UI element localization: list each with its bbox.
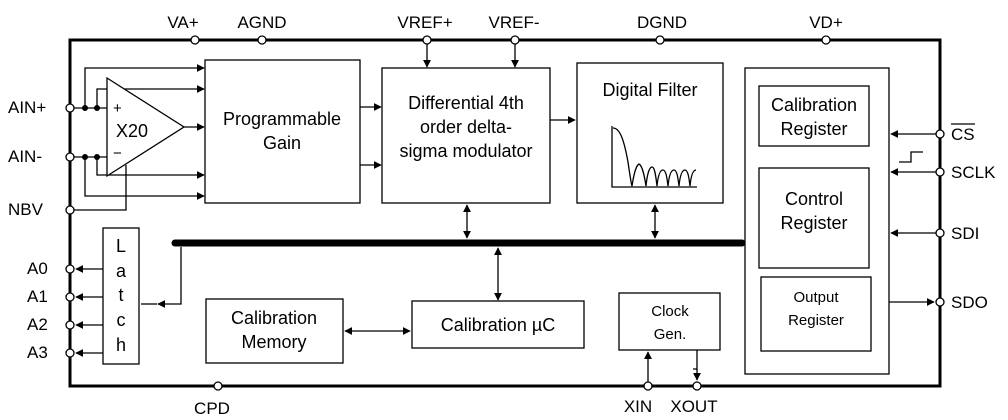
cal-memory-label-line1: Calibration <box>231 308 317 328</box>
programmable-gain-block <box>204 59 361 204</box>
pin-ain-minus: AIN- <box>8 147 75 166</box>
amp-gain-label: X20 <box>116 121 148 141</box>
pin-dgnd: DGND <box>637 13 687 45</box>
bypass-wire-top <box>84 64 205 108</box>
pin-label-cpd: CPD <box>194 399 230 418</box>
pin-label-sclk: SCLK <box>951 163 996 182</box>
control-register-label-line2: Register <box>780 213 847 233</box>
filter-response-icon <box>611 126 697 188</box>
pin-label-xout: XOUT <box>670 397 717 416</box>
bypass-wire-upper <box>96 85 205 108</box>
pin-label-xin: XIN <box>624 397 652 416</box>
control-register-block <box>758 167 870 269</box>
pin-label-vref-minus: VREF- <box>489 13 540 32</box>
pin-label-dgnd: DGND <box>637 13 687 32</box>
filter-label: Digital Filter <box>602 80 697 100</box>
amp-plus-sign: + <box>113 100 122 117</box>
pin-label-vref-plus: VREF+ <box>397 13 452 32</box>
pin-xout: XOUT <box>670 381 718 416</box>
pin-sdo: SDO <box>889 293 988 312</box>
pin-label-sdo: SDO <box>951 293 988 312</box>
amp-minus-sign: − <box>113 145 122 162</box>
pin-label-a0: A0 <box>27 259 48 278</box>
calibration-memory-block <box>205 298 344 364</box>
pga-label-line1: Programmable <box>223 109 341 129</box>
clock-label-line2: Gen. <box>654 326 687 343</box>
latch-letter-a: a <box>116 261 127 281</box>
amplifier-x20 <box>106 76 186 178</box>
pin-cpd: CPD <box>194 381 230 418</box>
latch-letter-h: h <box>116 335 126 355</box>
pin-a2: A2 <box>27 315 103 334</box>
output-register-label-line1: Output <box>793 289 839 306</box>
output-register-block <box>760 276 872 352</box>
output-register-label-line2: Register <box>788 312 844 329</box>
pin-label-agnd: AGND <box>237 13 286 32</box>
latch-letter-t: t <box>118 285 123 305</box>
pin-label-ain-plus: AIN+ <box>8 98 46 117</box>
pin-label-sdi: SDI <box>951 224 979 243</box>
pga-label-line2: Gain <box>263 133 301 153</box>
calibration-uc-block <box>411 300 585 349</box>
pin-ain-plus: AIN+ <box>8 98 75 117</box>
pin-sclk: SCLK <box>890 151 996 182</box>
cal-register-label-line2: Register <box>780 119 847 139</box>
latch-letter-l: L <box>116 236 126 256</box>
latch-block <box>102 227 140 365</box>
pin-label-a1: A1 <box>27 287 48 306</box>
delta-sigma-modulator-block <box>381 67 551 204</box>
calibration-register-block <box>758 85 870 147</box>
pin-sdi: SDI <box>890 224 979 243</box>
modulator-label-line3: sigma modulator <box>399 141 532 161</box>
pin-a0: A0 <box>27 259 103 278</box>
control-register-label-line1: Control <box>785 189 843 209</box>
latch-letter-c: c <box>117 310 126 330</box>
clock-label-line1: Clock <box>651 303 689 320</box>
pin-nbv: NBV <box>8 200 75 219</box>
modulator-label-line2: order delta- <box>420 117 512 137</box>
pin-label-nbv: NBV <box>8 200 44 219</box>
cal-uc-label: Calibration µC <box>441 315 555 335</box>
pin-label-va-plus: VA+ <box>167 13 198 32</box>
pin-xin: XIN <box>624 381 653 416</box>
pin-label-ain-minus: AIN- <box>8 147 42 166</box>
bypass-wire-bottom <box>84 157 205 200</box>
pin-agnd: AGND <box>237 13 287 45</box>
pin-va-plus: VA+ <box>167 13 200 45</box>
digital-filter-block <box>576 62 724 204</box>
pin-a3: A3 <box>27 343 103 362</box>
clock-gen-block <box>618 292 721 351</box>
pin-cs: CS <box>890 123 975 144</box>
bus-to-latch-arrow <box>157 247 182 308</box>
bypass-wire-lower <box>96 157 205 179</box>
pin-label-vd-plus: VD+ <box>809 13 843 32</box>
modulator-label-line1: Differential 4th <box>408 93 524 113</box>
pin-vd-plus: VD+ <box>809 13 843 45</box>
pin-label-a3: A3 <box>27 343 48 362</box>
cal-memory-label-line2: Memory <box>241 332 306 352</box>
nbv-wire <box>74 165 127 211</box>
clock-edge-icon <box>899 151 923 163</box>
pin-label-cs: CS <box>951 125 975 144</box>
pin-label-a2: A2 <box>27 315 48 334</box>
cal-register-label-line1: Calibration <box>771 95 857 115</box>
pin-a1: A1 <box>27 287 103 306</box>
